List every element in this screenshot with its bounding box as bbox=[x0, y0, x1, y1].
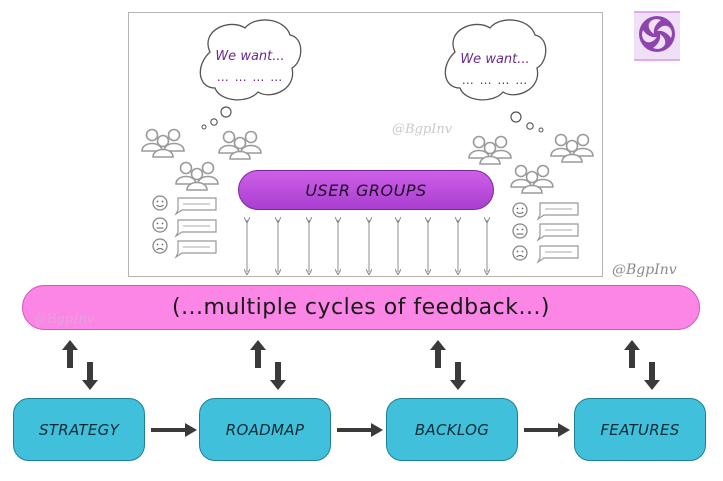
stage-label: ROADMAP bbox=[225, 420, 305, 439]
user-group-icon bbox=[142, 130, 184, 158]
swirl-logo-icon bbox=[639, 16, 675, 52]
user-group-icon bbox=[176, 163, 218, 191]
comment-icon bbox=[175, 240, 217, 258]
stage-flow-arrows bbox=[151, 423, 570, 437]
user-group-icon bbox=[511, 166, 553, 194]
watermark: @BgpInv bbox=[392, 122, 453, 137]
neutral-face-icon bbox=[152, 217, 168, 233]
user-feedback-arrows bbox=[247, 220, 487, 272]
bubble-right-dots: … … … … bbox=[461, 73, 529, 87]
neutral-face-icon bbox=[512, 223, 528, 239]
user-group-icon bbox=[219, 132, 261, 160]
brand-logo bbox=[634, 11, 680, 61]
bubble-right-title: We want... bbox=[460, 52, 530, 67]
user-group-icon bbox=[551, 135, 593, 163]
stage-feedback-arrows bbox=[62, 340, 660, 390]
comment-icon bbox=[537, 245, 579, 263]
thought-bubble-right bbox=[444, 19, 547, 133]
happy-face-icon bbox=[512, 202, 528, 218]
comment-icon bbox=[537, 202, 579, 220]
stage-roadmap: ROADMAP bbox=[199, 398, 331, 461]
comment-icon bbox=[175, 197, 217, 215]
stage-backlog: BACKLOG bbox=[386, 398, 518, 461]
user-groups-pill: USER GROUPS bbox=[238, 170, 494, 210]
watermark: @BgpInv bbox=[34, 312, 95, 327]
stage-features: FEATURES bbox=[574, 398, 706, 461]
stage-label: BACKLOG bbox=[414, 420, 490, 439]
sad-face-icon bbox=[152, 238, 168, 254]
bubble-left-title: We want... bbox=[215, 49, 285, 64]
stage-label: STRATEGY bbox=[38, 420, 120, 439]
feedback-bar: (...multiple cycles of feedback...) bbox=[22, 285, 700, 330]
stage-strategy: STRATEGY bbox=[13, 398, 145, 461]
user-groups-label: USER GROUPS bbox=[305, 180, 427, 200]
stage-label: FEATURES bbox=[600, 420, 680, 439]
user-group-icon bbox=[469, 137, 511, 165]
happy-face-icon bbox=[152, 195, 168, 211]
thought-bubble-left bbox=[199, 19, 302, 130]
sad-face-icon bbox=[512, 245, 528, 261]
feedback-label: (...multiple cycles of feedback...) bbox=[171, 295, 551, 320]
bubble-left-dots: … … … … bbox=[216, 70, 284, 84]
comment-icon bbox=[537, 223, 579, 241]
comment-icon bbox=[175, 219, 217, 237]
watermark: @BgpInv bbox=[612, 262, 677, 278]
